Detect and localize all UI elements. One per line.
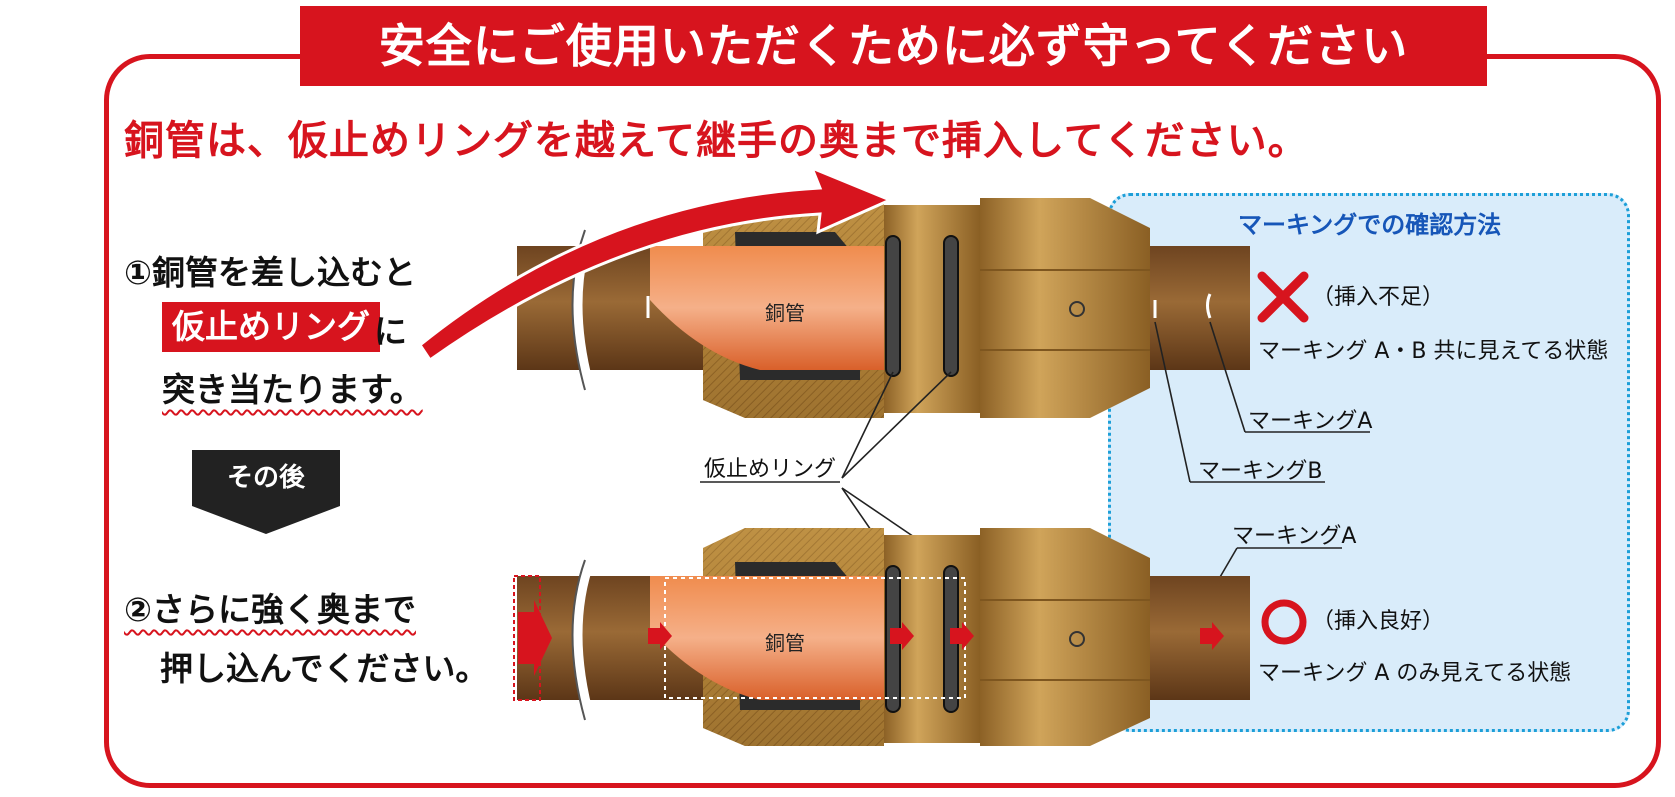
step2-line2: 押し込んでください。 [160,649,489,688]
bottom-hex-nut [980,528,1150,746]
small-push-arrow-icon [1200,622,1224,650]
top-pipe-label: 銅管 [765,301,805,325]
step1-line1: ①銅管を差し込むと [124,253,416,292]
cross-icon [1257,271,1309,323]
main-instruction: 銅管は、仮止めリングを越えて継手の奥まで挿入してください。 [124,118,1309,164]
small-push-arrow-icon [648,622,672,650]
down-arrow-icon [192,506,340,534]
circle-icon [1261,599,1307,645]
top-copper-pipe [650,246,895,370]
notice-title: 安全にご使用いただくために必ず守ってください [300,6,1487,86]
step2-line1: ②さらに強く奥まで [124,590,416,629]
bottom-pipe-label: 銅管 [765,631,805,655]
insufficient-description: マーキング A・B 共に見えてる状態 [1258,339,1608,364]
good-description: マーキング A のみ見えてる状態 [1258,661,1571,686]
top-right-pipe [1140,246,1250,370]
top-assembly: 銅管 [417,165,1250,418]
push-arrow-icon [518,600,552,676]
bottom-right-pipe [1140,576,1250,700]
top-hex-nut [980,198,1150,418]
after-label: その後 [192,450,340,506]
insufficient-status: （挿入不足） [1312,285,1444,310]
marking-a-tick [1206,293,1212,319]
small-push-arrow-icon [950,622,974,650]
marking-a-bottom-label: マーキングA [1232,524,1356,549]
marking-a-label: マーキングA [1248,409,1372,434]
step1-line2-suffix: に [374,312,407,351]
marking-b-label: マーキングB [1198,459,1322,484]
small-push-arrow-icon [890,622,914,650]
top-ring-2 [943,235,959,377]
bottom-assembly: 銅管 [513,528,1250,746]
top-ring-1 [885,235,901,377]
step1-line3: 突き当たります。 [162,370,423,409]
ring-callout-label: 仮止めリング [704,457,836,482]
good-status: （挿入良好） [1312,609,1444,634]
panel-title: マーキングでの確認方法 [1238,211,1502,239]
insert-arrow-icon [417,165,894,363]
temporary-ring-label: 仮止めリング [162,302,380,352]
